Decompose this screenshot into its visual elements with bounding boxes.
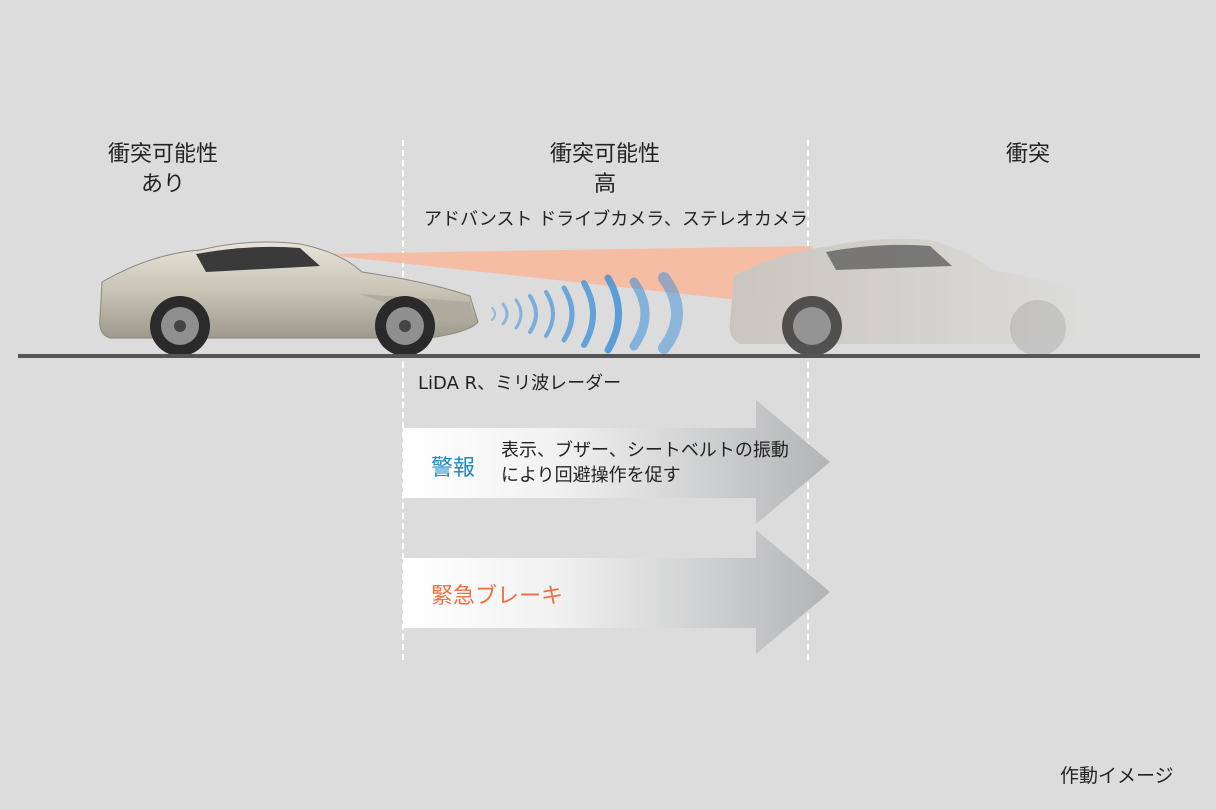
radar-sensor-label: LiDA R、ミリ波レーダー <box>418 373 622 394</box>
warning-arrow: 警報 表示、ブザー、シートベルトの振動 により回避操作を促す <box>403 400 833 524</box>
phase-label-possible: 衝突可能性 あり <box>88 140 238 200</box>
warning-desc-line1: 表示、ブザー、シートベルトの振動 <box>501 440 789 461</box>
warning-arrow-shape <box>403 400 830 524</box>
radar-waves <box>491 272 683 354</box>
camera-beam <box>318 246 812 306</box>
divider-left <box>402 140 404 660</box>
phase-possible-line2: あり <box>140 172 185 197</box>
scene-graphic <box>99 238 1100 356</box>
phase-label-collision: 衝突 <box>978 140 1078 170</box>
warning-desc-line2: により回避操作を促す <box>501 465 681 486</box>
warning-description: 表示、ブザー、シートベルトの振動 により回避操作を促す <box>501 438 789 488</box>
phase-collision-line1: 衝突 <box>1005 142 1050 167</box>
phase-high-line1: 衝突可能性 <box>549 142 660 167</box>
braking-arrow: 緊急ブレーキ <box>403 530 833 654</box>
phase-label-high: 衝突可能性 高 <box>530 140 680 200</box>
obstacle-car-graphic <box>729 238 1100 356</box>
phase-high-line2: 高 <box>593 172 616 197</box>
camera-sensor-label: アドバンスト ドライブカメラ、ステレオカメラ <box>424 209 808 230</box>
caption: 作動イメージ <box>1060 765 1174 787</box>
road-line <box>18 354 1200 358</box>
warning-title: 警報 <box>431 456 476 481</box>
phase-possible-line1: 衝突可能性 <box>107 142 218 167</box>
braking-arrow-shape <box>403 530 830 654</box>
subject-car-graphic <box>99 241 479 356</box>
braking-title: 緊急ブレーキ <box>431 584 564 609</box>
divider-right <box>807 140 809 660</box>
